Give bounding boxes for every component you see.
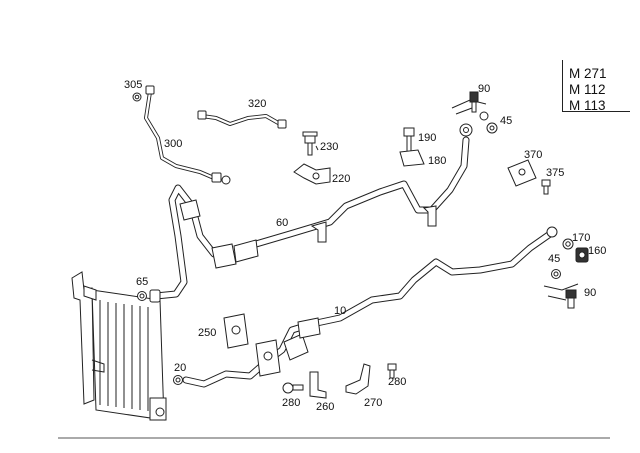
engine-code: M 112 (569, 82, 606, 97)
seal-45-top (479, 111, 498, 134)
bracket-270 (345, 363, 371, 395)
bracket-370 (507, 159, 537, 187)
bracket-260 (309, 371, 327, 399)
callout-230: 230 (320, 141, 338, 153)
callout-170: 170 (572, 232, 590, 244)
callout-10: 10 (334, 305, 346, 317)
callout-260: 260 (316, 401, 334, 413)
bolt-190 (403, 127, 415, 153)
callout-280-left: 280 (282, 397, 300, 409)
engine-code: M 113 (569, 98, 606, 113)
callout-305: 305 (124, 79, 142, 91)
bracket-250 (223, 313, 281, 377)
line-320 (197, 110, 287, 129)
fitting-90-top (451, 91, 487, 115)
callout-90-top: 90 (478, 83, 490, 95)
callout-280-right: 280 (388, 376, 406, 388)
line-60 (149, 123, 473, 303)
seal-65 (137, 291, 147, 301)
leader-lines (315, 145, 319, 151)
bolt-280-right (387, 363, 397, 379)
seal-170 (562, 238, 574, 250)
seal-20 (173, 375, 183, 385)
engine-code: M 271 (569, 66, 607, 81)
callout-90-bottom: 90 (584, 287, 596, 299)
seal-45-bottom (551, 269, 561, 279)
callout-370: 370 (524, 149, 542, 161)
radiator (71, 271, 167, 421)
bracket-180 (399, 149, 425, 167)
callout-270: 270 (364, 397, 382, 409)
callout-160: 160 (588, 245, 606, 257)
callout-60: 60 (276, 217, 288, 229)
fitting-90-bottom (543, 283, 579, 309)
callout-375: 375 (546, 167, 564, 179)
line-300 (144, 85, 231, 185)
line-10 (182, 226, 558, 388)
callout-220: 220 (332, 173, 350, 185)
callout-180: 180 (428, 155, 446, 167)
callout-250: 250 (198, 327, 216, 339)
callout-300: 300 (164, 138, 182, 150)
callout-45-bottom: 45 (548, 253, 560, 265)
callout-labels: 305 320 300 230 220 190 180 90 45 370 37… (124, 79, 606, 413)
fitting-160 (575, 247, 589, 263)
seal-305 (132, 92, 142, 102)
bolt-375 (541, 179, 551, 195)
callout-45-top: 45 (500, 115, 512, 127)
callout-190: 190 (418, 132, 436, 144)
bolt-230 (302, 131, 318, 156)
callout-20: 20 (174, 362, 186, 374)
callout-320: 320 (248, 98, 266, 110)
callout-65: 65 (136, 276, 148, 288)
bracket-220 (293, 163, 331, 185)
bolt-280-left (282, 382, 304, 394)
engine-list: M 271 M 112 M 113 (562, 60, 630, 113)
